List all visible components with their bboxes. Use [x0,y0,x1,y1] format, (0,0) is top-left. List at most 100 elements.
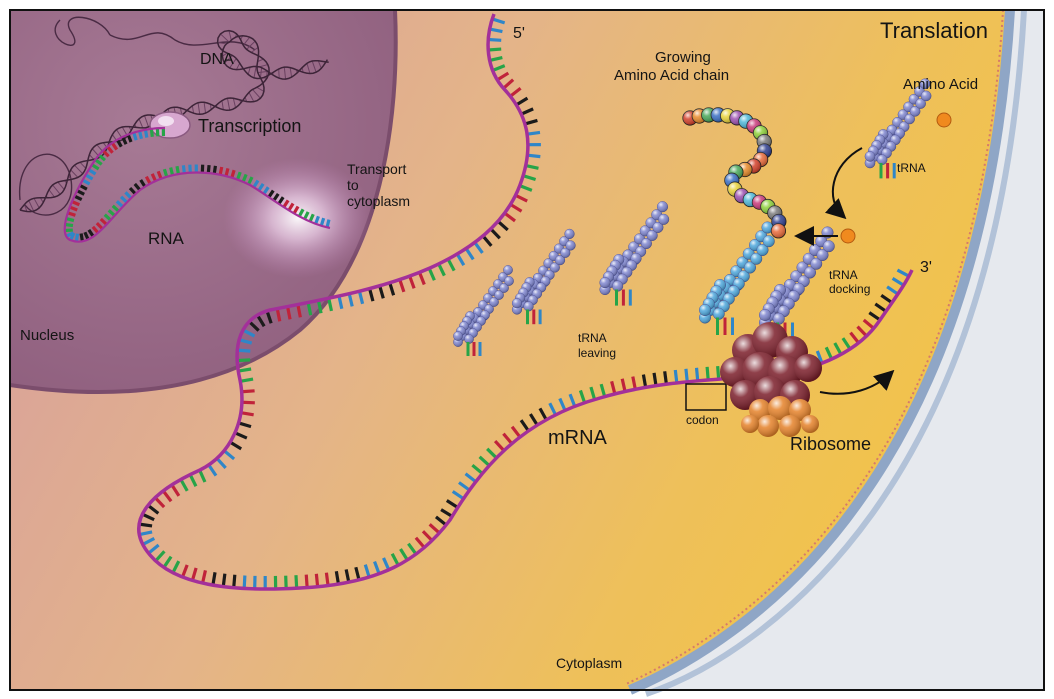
dna-base-pair [306,63,311,74]
nucleotide-base [486,447,498,460]
dna-base-pair [28,200,35,212]
nucleotide-base [181,564,189,578]
dna-base-pair [251,46,259,53]
trna-bead-shine [504,276,514,286]
nucleotide-base [502,432,514,445]
mrna-label: mRNA [548,427,608,449]
dna-base-pair [235,62,241,70]
nucleotide-base [841,337,852,350]
dna-base-pair [220,33,230,43]
nucleotide-base [503,211,516,223]
ribosome-shine [801,415,819,433]
nucleotide-base [147,504,160,515]
trna-bead-shine [877,154,888,165]
nucleotide-base [224,168,230,177]
nucleotide-base [296,304,302,318]
dna-backbone [19,35,329,211]
dna-base-pair [209,104,212,110]
arrow-amino-acid-down [824,147,863,220]
nucleotide-base [458,481,471,492]
nucleotide-base [538,407,548,421]
nucleotide-base [856,325,868,338]
nucleotide-base [398,279,406,293]
trna-bead-shine [910,106,921,117]
trna-leaving-label-1: tRNA [578,331,607,345]
trna-bead-shine [904,113,915,125]
nucleotide-base [170,484,181,497]
transcription-label: Transcription [198,116,301,136]
trna-leaving-2 [511,228,576,325]
nucleotide-base [139,530,153,537]
nucleotide-base [641,374,648,388]
transport-label-2: to [347,177,359,193]
trna-bead-shine [512,298,522,309]
trna-bead-shine [599,277,611,288]
nucleotide-base [496,220,509,232]
amino-acid-label: Amino Acid [903,76,978,93]
nucleotide-base [201,570,207,584]
trna-bead-shine [646,230,658,241]
nucleotide-base [314,573,320,587]
transport-label-3: cytoplasm [347,193,410,209]
dna-base-pair [228,30,232,41]
nucleotide-base [241,400,255,405]
nucleotide-base [418,271,426,286]
trna-bead-shine [555,255,565,265]
nucleotide-base [488,47,502,52]
nucleotide-base [519,184,533,192]
ribosome-label: Ribosome [790,434,871,454]
mrna-strand [137,13,914,591]
nucleotide-base [285,306,292,320]
nucleotide-base [238,421,252,429]
nucleotide-base [599,383,607,398]
trna-bead-shine [919,78,931,89]
ribosome-shine [794,354,822,382]
dna-base-pair [89,154,95,160]
trna-bead-shine [761,221,774,234]
nucleotide-base [502,78,515,90]
codon-label: codon [686,413,719,427]
nucleotide-base [282,199,290,209]
nucleotide-base [154,496,166,509]
dna-label: DNA [200,51,234,68]
nucleotide-base [143,129,149,138]
nucleotide-base [522,174,537,182]
nucleotide-base [427,267,436,281]
five-prime-label: 5' [513,25,525,42]
nucleotide-base [464,472,477,483]
dna-base-pair [248,92,255,102]
dna-base-pair [197,102,201,115]
nucleotide-base [815,350,824,364]
nucleotide-base [221,573,227,587]
nucleotide-base [69,205,78,212]
nucleotide-base [64,222,74,228]
nucleotide-base [357,290,365,305]
dna-base-pair [23,204,28,212]
dna-base-pair [257,58,264,63]
nucleotide-base [162,168,169,178]
nucleotide-base [525,163,539,170]
nucleotide-base [239,377,254,383]
nucleotide-base [138,522,153,528]
nucleotide-base [141,512,155,522]
nucleotide-base [212,165,218,175]
nucleotide-base [529,413,539,426]
nucleotide-base [218,166,224,176]
nucleotide-base [103,213,112,222]
nucleotide-base [138,130,143,140]
nucleotide-base [126,133,133,143]
nucleotide-base [84,173,94,181]
trna-bead-shine [564,229,575,239]
nucleotide-base [663,371,668,385]
trna-bead-shine [565,240,576,251]
dna-base-pair [311,60,317,73]
growing-chain-label-1: Growing [655,49,711,66]
nucleotide-base [496,71,510,82]
nucleotide-base [652,372,658,386]
nucleotide-base [237,348,251,353]
codon-box [685,383,727,411]
trna-bead-shine [489,297,499,307]
amino-acid-free [936,112,952,128]
nucleotide-base [347,293,354,307]
trna-bead-shine [523,301,534,312]
